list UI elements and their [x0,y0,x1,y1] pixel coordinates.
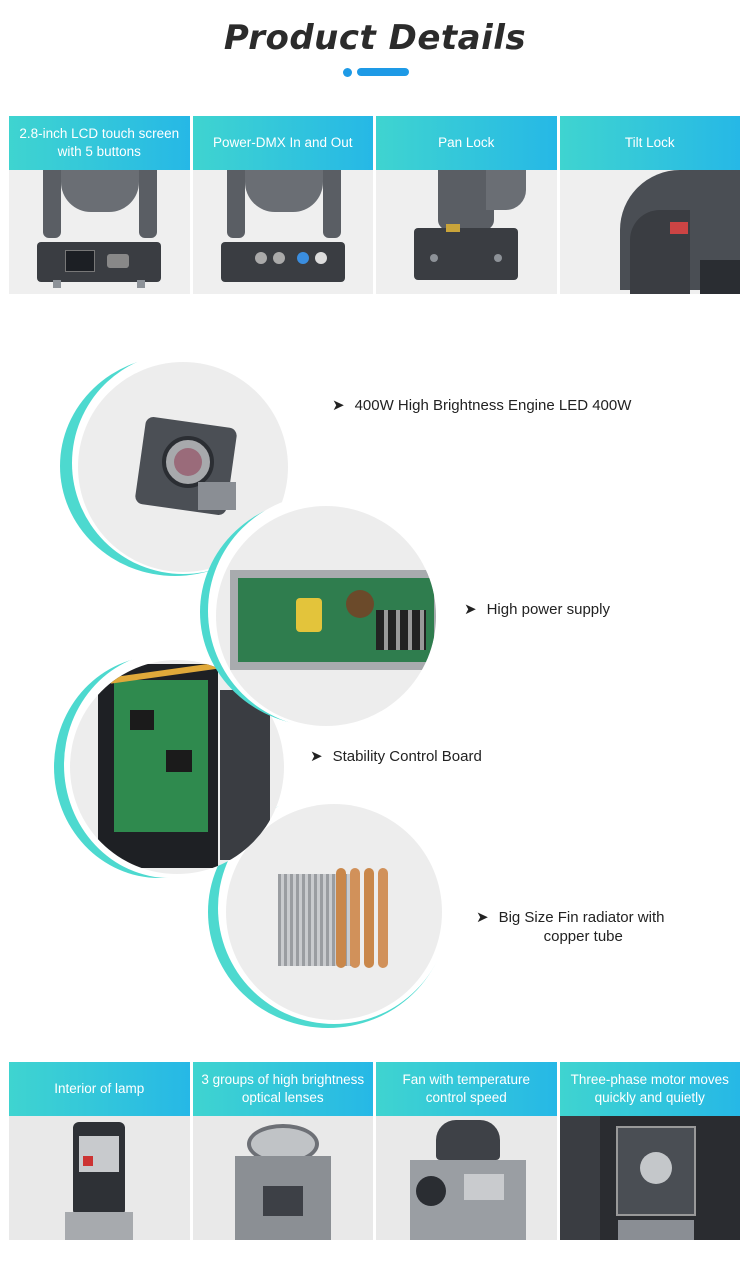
bottom-cell-motor: Three-phase motor moves quickly and quie… [559,1062,740,1240]
feature-control-board: ➤ Stability Control Board [310,747,482,766]
fin-radiator-photo [226,804,442,1020]
fan-photo [376,1116,557,1240]
feature-led-engine: ➤ 400W High Brightness Engine LED 400W [332,396,631,415]
title-accent-bar [357,68,409,76]
feature-power-supply: ➤ High power supply [464,600,610,619]
bottom-cell-interior: Interior of lamp [9,1062,190,1240]
tilt-lock-photo [559,170,740,294]
bottom-cell-label: Interior of lamp [9,1062,190,1116]
top-cell-power: Power-DMX In and Out [192,116,373,294]
feature-label-line1: Big Size Fin radiator with [498,909,665,926]
arrow-icon: ➤ [332,397,345,414]
top-feature-row: 2.8-inch LCD touch screen with 5 buttons… [9,116,740,294]
top-cell-pan-lock: Pan Lock [376,116,557,294]
bottom-cell-label: Fan with temperature control speed [376,1062,557,1116]
optical-lenses-photo [192,1116,373,1240]
power-dmx-photo [192,170,373,294]
motor-photo [559,1116,740,1240]
top-cell-label: Tilt Lock [559,116,740,170]
feature-label: High power supply [486,601,610,618]
top-cell-label: 2.8-inch LCD touch screen with 5 buttons [9,116,190,170]
feature-label: Stability Control Board [332,748,482,765]
feature-label: 400W High Brightness Engine LED 400W [354,397,632,414]
top-cell-label: Power-DMX In and Out [192,116,373,170]
arrow-icon: ➤ [310,748,323,765]
page-title: Product Details [223,18,527,58]
top-cell-lcd: 2.8-inch LCD touch screen with 5 buttons [9,116,190,294]
arrow-icon: ➤ [464,601,477,618]
bottom-cell-label: 3 groups of high brightness optical lens… [192,1062,373,1116]
lamp-interior-photo [9,1116,190,1240]
bottom-cell-label: Three-phase motor moves quickly and quie… [559,1062,740,1116]
bottom-feature-row: Interior of lamp 3 groups of high bright… [9,1062,740,1240]
power-supply-photo [216,506,436,726]
top-cell-label: Pan Lock [376,116,557,170]
lcd-screen-photo [9,170,190,294]
arrow-icon: ➤ [476,909,489,926]
feature-label-line2: copper tube [543,928,623,945]
bottom-cell-lenses: 3 groups of high brightness optical lens… [192,1062,373,1240]
top-cell-tilt-lock: Tilt Lock [559,116,740,294]
bottom-cell-fan: Fan with temperature control speed [376,1062,557,1240]
pan-lock-photo [376,170,557,294]
title-accent-dot [343,68,352,77]
feature-fin-radiator: ➤ Big Size Fin radiator with copper tube [476,908,664,946]
